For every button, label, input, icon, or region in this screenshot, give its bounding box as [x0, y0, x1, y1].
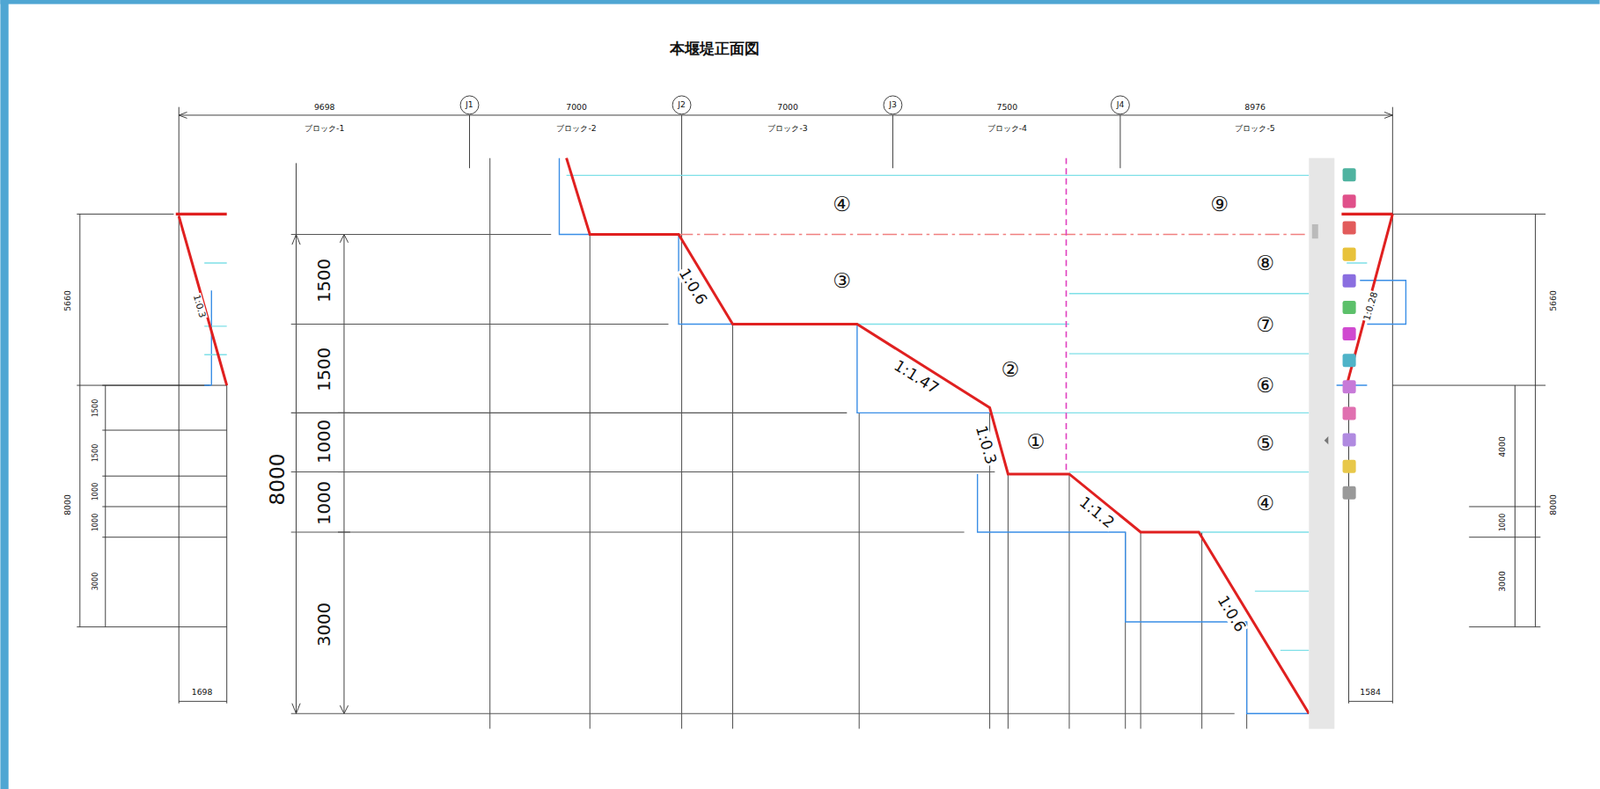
- tool-icon: [1343, 168, 1357, 182]
- dimension: 7000: [565, 102, 588, 111]
- tool-icon: [1343, 486, 1357, 500]
- slope-ratio: 1:1.2: [1076, 494, 1118, 533]
- dimension: 1000: [91, 512, 99, 533]
- dimension: 3000: [315, 601, 334, 647]
- toolbar-strip: [1308, 158, 1335, 730]
- dimension: 7000: [776, 102, 800, 111]
- dimension: 1500: [315, 257, 334, 304]
- block-name: ブロック-1: [303, 124, 345, 133]
- slope-ratio: 1:0.6: [675, 264, 711, 309]
- scroll-thumb: [1312, 224, 1319, 239]
- dimension: 3000: [1497, 570, 1506, 594]
- tool-icon: [1343, 300, 1357, 315]
- joint-id: J1: [464, 101, 475, 110]
- tool-icon: [1343, 220, 1357, 235]
- callout-number: ⑨: [1209, 193, 1230, 214]
- joint-circle: [672, 95, 691, 115]
- block-joint-line: [1065, 158, 1068, 475]
- callout-number: ⑦: [1255, 314, 1276, 335]
- layer-lines: [204, 175, 1367, 651]
- dimension: 1584: [1358, 689, 1382, 698]
- dimension: 7500: [996, 102, 1020, 111]
- crest-line: [678, 234, 1309, 236]
- callout-number: ⑧: [1255, 253, 1276, 274]
- dimension: 4000: [1497, 435, 1506, 459]
- callout-number: ①: [1025, 431, 1046, 452]
- slope-ratio: 1:0.6: [1214, 593, 1249, 637]
- dimension: 8000: [63, 493, 72, 517]
- tool-icon: [1343, 194, 1357, 208]
- joint-id: J4: [1115, 101, 1126, 110]
- tool-icon: [1343, 274, 1357, 288]
- drawing-lines: [76, 107, 1546, 730]
- dimension: 3000: [91, 572, 99, 593]
- dimension: 1000: [315, 418, 334, 465]
- dimension: 1698: [190, 689, 214, 698]
- page-edge: [0, 0, 8, 789]
- dimension: 5660: [63, 289, 72, 313]
- tool-icon: [1343, 380, 1357, 394]
- joint-circle: [460, 95, 479, 115]
- joint-markers: [460, 95, 1130, 115]
- grid-lines: [291, 158, 1248, 730]
- dimension: 1000: [1498, 512, 1506, 533]
- block-name: ブロック-4: [986, 124, 1028, 133]
- dimension: 1000: [91, 482, 99, 503]
- step-outline: [204, 158, 1406, 715]
- callout-number: ④: [831, 193, 852, 214]
- callout-number: ⑤: [1255, 433, 1276, 455]
- joint-circle: [883, 95, 903, 115]
- dam-profile: [176, 158, 1394, 715]
- dimension: 8000: [267, 452, 288, 507]
- callout-number: ④: [1255, 492, 1276, 514]
- toolbar: [1308, 158, 1356, 730]
- joint-id: J2: [676, 101, 687, 110]
- tool-icon: [1343, 433, 1357, 448]
- toolbar-arrow: [1324, 436, 1329, 445]
- tool-icon: [1343, 248, 1357, 262]
- dimension: 1000: [315, 480, 334, 527]
- block-name: ブロック-3: [766, 124, 808, 133]
- dimension: 5660: [1548, 289, 1557, 313]
- joint-id: J3: [888, 101, 898, 110]
- callout-number: ⑥: [1255, 375, 1276, 397]
- dimension: 1500: [91, 442, 99, 463]
- callout-number: ②: [999, 359, 1021, 380]
- dimension: 1500: [315, 346, 334, 393]
- tool-icon: [1343, 353, 1357, 367]
- slope-ratio: 1:0.3: [191, 293, 208, 320]
- dimension: 1500: [91, 397, 99, 419]
- tool-icon: [1343, 406, 1357, 420]
- drawing-title: 本堰堤正面図: [668, 41, 761, 57]
- dimension: 9698: [313, 102, 337, 111]
- slope-ratio: 1:0.3: [972, 423, 999, 468]
- slope-ratio: 1:1.47: [890, 357, 942, 397]
- block-name: ブロック-5: [1233, 124, 1276, 133]
- dimension: 8000: [1548, 493, 1557, 517]
- tool-icon: [1343, 460, 1357, 474]
- page-edge: [0, 0, 1600, 5]
- callout-number: ③: [831, 270, 852, 291]
- block-name: ブロック-2: [555, 124, 597, 133]
- slope-ratio: 1:0.28: [1361, 289, 1380, 323]
- dimension: 8976: [1243, 102, 1267, 111]
- tool-icon: [1343, 327, 1357, 341]
- joint-circle: [1110, 95, 1130, 115]
